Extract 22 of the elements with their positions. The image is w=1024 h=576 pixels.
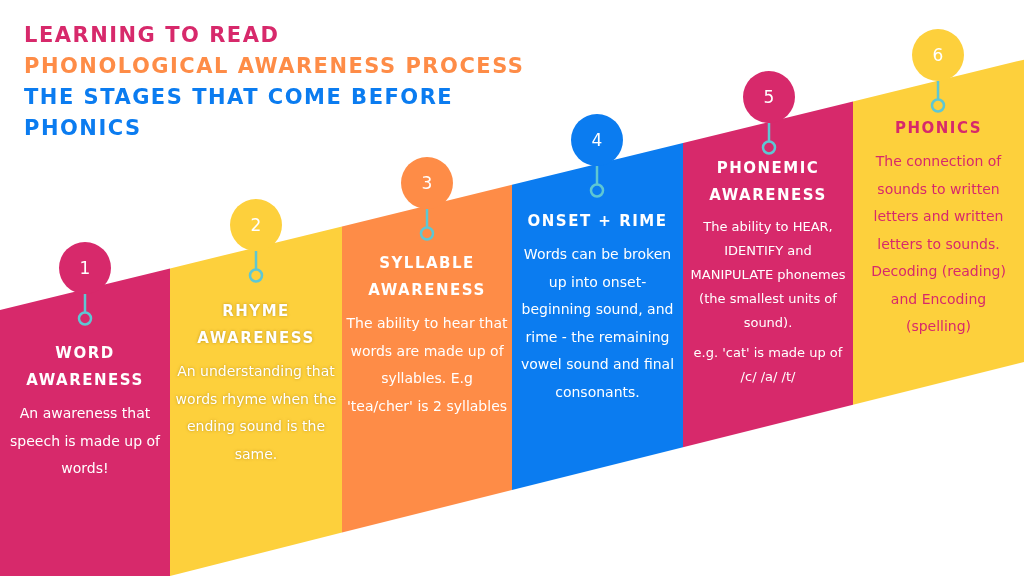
- subtitle: PHONOLOGICAL AWARENESS PROCESS: [24, 53, 525, 80]
- stage-heading: WORD AWARENESS: [25, 343, 145, 391]
- stage-heading: SYLLABLE AWARENESS: [367, 253, 487, 301]
- stage-description: e.g. 'cat' is made up of /c/ /a/ /t/: [692, 344, 844, 386]
- pin-connector: [589, 166, 605, 198]
- pin-connector: [930, 81, 946, 113]
- pin-connector: [761, 123, 777, 155]
- stage-description: The ability to hear that words are made up of syllables. E.g 'tea/cher' is 2 syllables: [346, 314, 508, 416]
- stage-description: The ability to HEAR, IDENTIFY and MANIPULATE phonemes (the smallest units of sound).: [689, 218, 847, 332]
- stage-heading: ONSET + RIME: [526, 211, 669, 232]
- stage-description: An understanding that words rhyme when the ending sound is the same.: [174, 362, 338, 464]
- stage-heading: PHONICS: [894, 118, 983, 139]
- stage-description: Words can be broken up into onset-beginning sound, and rime - the remaining vowel sound and final consonants.: [519, 245, 676, 402]
- pin-connector: [77, 294, 93, 326]
- stage-heading: PHONEMIC AWARENESS: [708, 158, 828, 206]
- pin-connector: [419, 209, 435, 241]
- stage-description: The connection of sounds to written letters and written letters to sounds. Decoding (reading) and Encoding (spelling): [870, 152, 1007, 336]
- stage-heading: RHYME AWARENESS: [196, 301, 316, 349]
- pin-connector: [248, 251, 264, 283]
- stage-description: An awareness that speech is made up of words!: [9, 404, 162, 478]
- subheading: THE STAGES THAT COME BEFORE PHONICS: [24, 84, 455, 142]
- title: LEARNING TO READ: [24, 22, 280, 49]
